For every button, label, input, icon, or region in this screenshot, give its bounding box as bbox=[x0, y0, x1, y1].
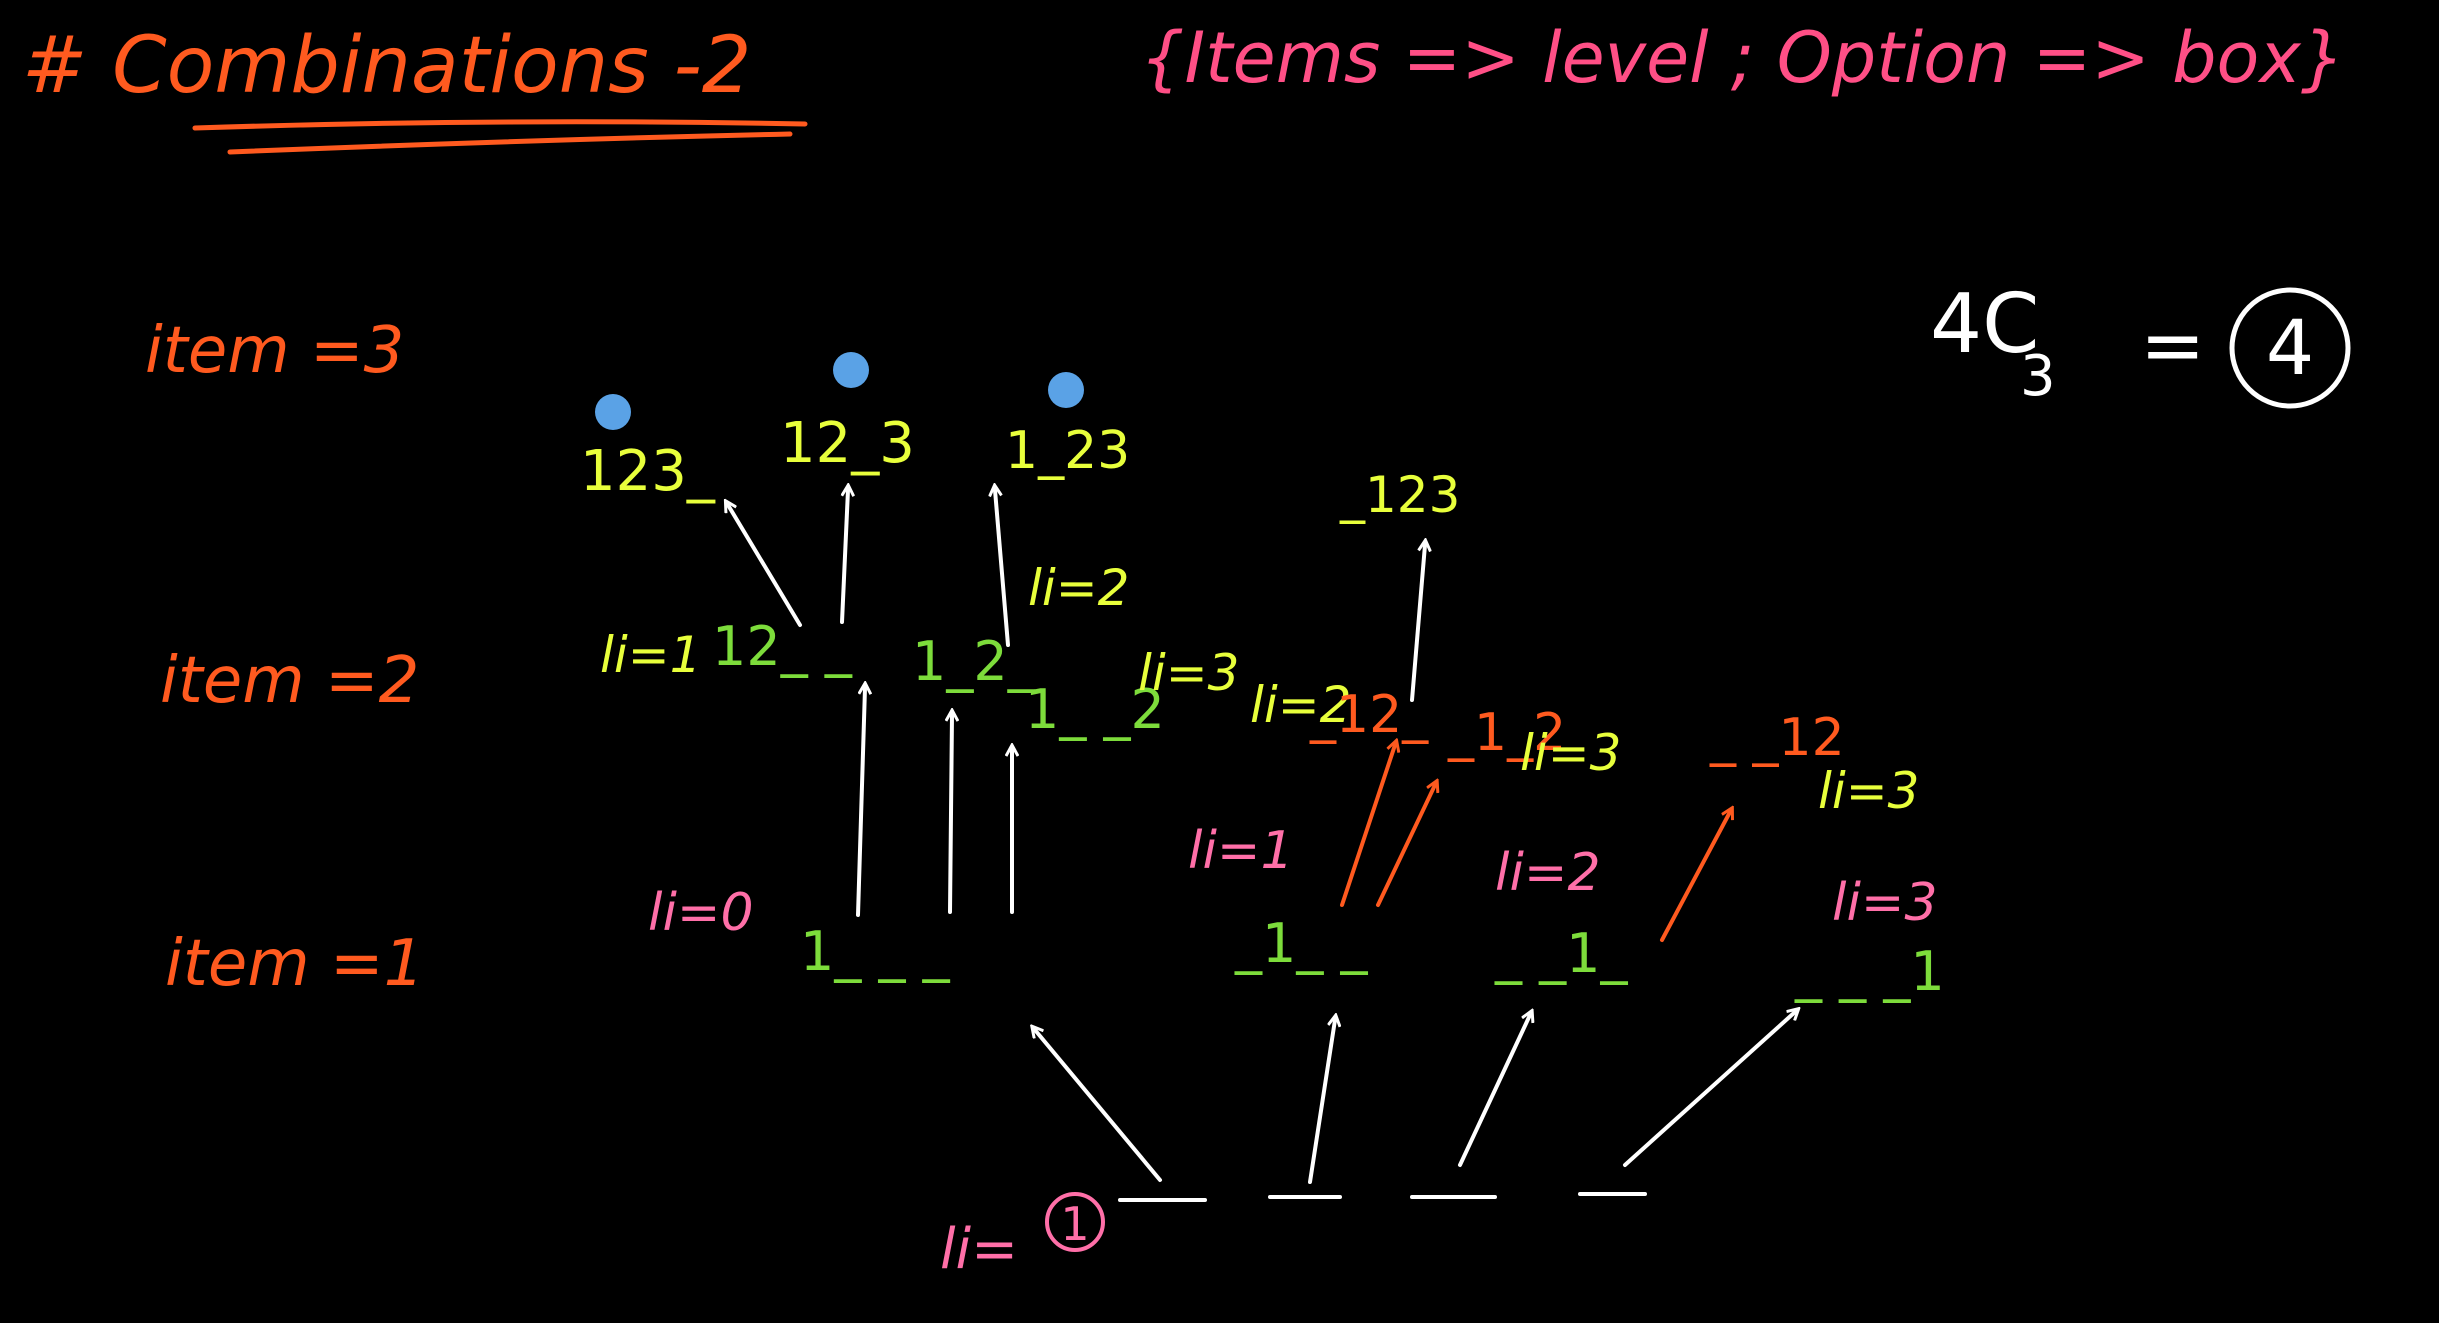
title-underline bbox=[192, 119, 808, 155]
level2-index-label: li=1 bbox=[600, 626, 702, 684]
level-label-item3: item =3 bbox=[145, 314, 404, 388]
formula-result: 4 bbox=[2266, 303, 2314, 392]
arrow bbox=[995, 490, 1010, 647]
formula-result-circle bbox=[2229, 287, 2351, 409]
arrow bbox=[1035, 1030, 1162, 1182]
level1-index-label: li=3 bbox=[1832, 873, 1938, 933]
title-heading: # Combinations -2 bbox=[22, 21, 751, 111]
level2-index-label: li=2 bbox=[1250, 676, 1352, 734]
selected-dot bbox=[833, 352, 869, 388]
level-label-item1: item =1 bbox=[165, 927, 424, 1001]
level1-option: _1_ _ bbox=[1234, 912, 1369, 975]
level2-index-label: li=3 bbox=[1818, 762, 1920, 820]
level2-index-label: li=3 bbox=[1138, 644, 1240, 702]
arrow bbox=[1660, 812, 1730, 942]
arrow bbox=[1458, 1015, 1530, 1167]
formula-equals: = bbox=[2140, 301, 2205, 391]
arrow bbox=[1308, 1020, 1335, 1184]
level2-option: _1_2 bbox=[1447, 703, 1566, 763]
level2-options: li=1 12_ _ 1_2_ li=2 1_ _2 li=3 li=2 _12… bbox=[600, 559, 1920, 820]
formula: 4C 3 = 4 bbox=[1930, 277, 2351, 409]
level1-index-label: li=1 bbox=[1188, 821, 1294, 881]
arrow bbox=[1623, 1012, 1795, 1167]
level1-arrows bbox=[856, 688, 1730, 942]
level3-option: 1_23 bbox=[1005, 421, 1130, 481]
level3-option: _123 bbox=[1339, 466, 1460, 524]
formula-subscript: 3 bbox=[2020, 344, 2056, 409]
level-label-item2: item =2 bbox=[160, 644, 419, 718]
level2-option: _ _12 bbox=[1709, 708, 1845, 768]
root-index-label: li= bbox=[940, 1217, 1018, 1282]
root-empty-boxes bbox=[1118, 1192, 1647, 1202]
level1-index-label: li=2 bbox=[1495, 843, 1601, 903]
root-index-circle bbox=[1045, 1192, 1105, 1252]
level2-option: 1_2_ bbox=[912, 630, 1036, 693]
level1-option: _ _1_ bbox=[1494, 922, 1629, 985]
arrow bbox=[950, 715, 952, 914]
level1-option: _ _ _1 bbox=[1794, 940, 1945, 1003]
level2-index-label: li=2 bbox=[1028, 559, 1130, 617]
root-index-value: 1 bbox=[1060, 1197, 1089, 1251]
selected-dot bbox=[1048, 372, 1084, 408]
arrow bbox=[1410, 545, 1425, 702]
arrow bbox=[840, 490, 848, 624]
level3-option: 123_ bbox=[580, 439, 716, 504]
arrow bbox=[856, 688, 865, 917]
level1-option: 1_ _ _ bbox=[800, 920, 951, 983]
level2-arrows bbox=[728, 490, 1425, 702]
root-node: li= 1 bbox=[940, 1192, 1647, 1282]
level3-option: 12_3 bbox=[780, 411, 915, 476]
level2-option: 1_ _2 bbox=[1025, 678, 1165, 741]
arrow bbox=[1340, 745, 1395, 907]
level1-options: li=0 1_ _ _ li=1 _1_ _ li=2 _ _1_ li=3 _… bbox=[648, 821, 1945, 1003]
mapping-note: {Items => level ; Option => box} bbox=[1140, 17, 2345, 99]
level2-index-label: li=3 bbox=[1520, 724, 1622, 782]
formula-base: 4C bbox=[1930, 277, 2039, 372]
level1-index-label: li=0 bbox=[648, 883, 754, 943]
selected-dot bbox=[595, 394, 631, 430]
level2-option: _12_ bbox=[1309, 685, 1429, 745]
level3-options: 123_ 12_3 1_23 _123 bbox=[580, 352, 1460, 524]
arrow bbox=[728, 505, 802, 627]
arrow bbox=[1376, 785, 1435, 907]
level2-option: 12_ _ bbox=[712, 615, 853, 678]
root-arrows bbox=[1035, 1012, 1795, 1184]
